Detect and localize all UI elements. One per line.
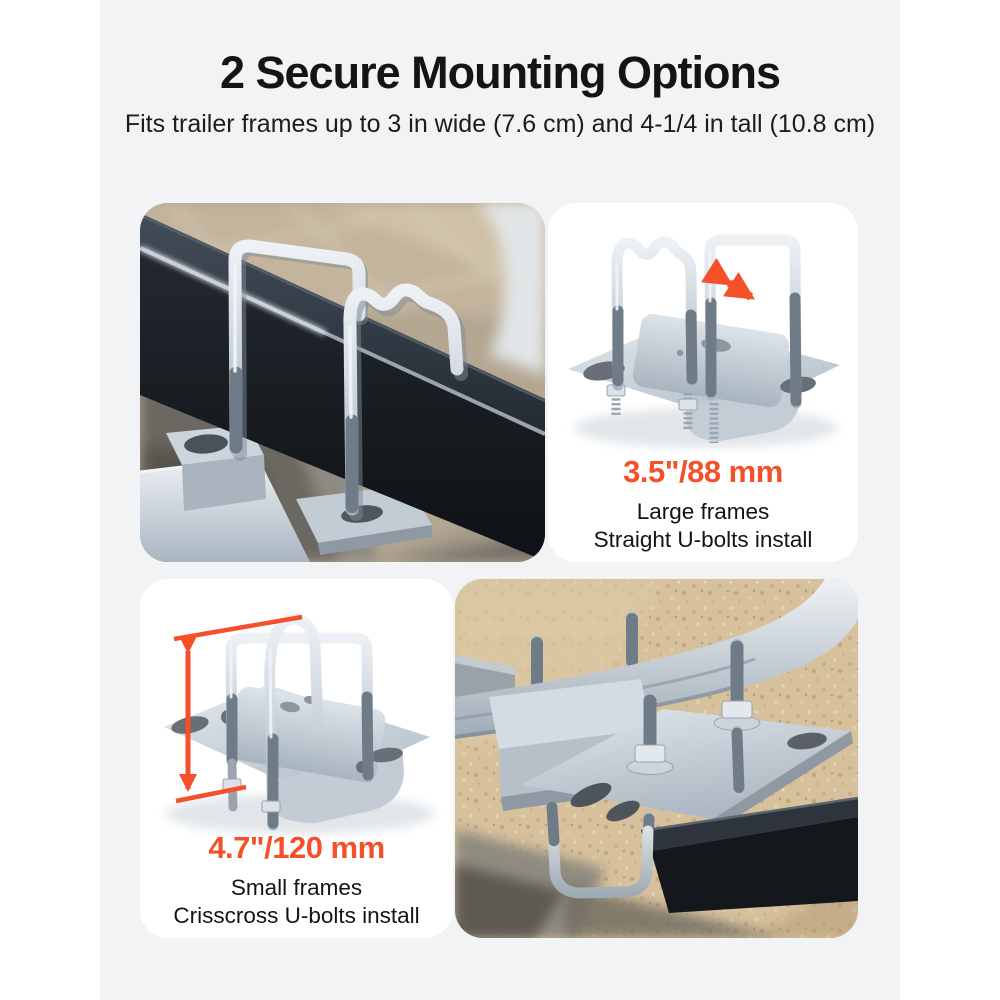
lower-frame-tube: [640, 796, 858, 913]
card-large-frames: 3.5"/88 mm Large frames Straight U-bolts…: [548, 203, 858, 562]
crisscross-u-bolt-front: [222, 632, 374, 812]
option-text-small: 4.7"/120 mm Small frames Crisscross U-bo…: [140, 832, 453, 930]
dimension-value: 3.5"/88 mm: [623, 454, 783, 489]
photo-straight-ubolts-installed: [140, 203, 545, 562]
right-bolt-with-nut: [713, 638, 761, 797]
card-small-frames: 4.7"/120 mm Small frames Crisscross U-bo…: [140, 579, 453, 938]
blurred-fender-background: [478, 203, 545, 375]
straight-ubolts-render: [568, 234, 840, 448]
width-arrow-icon: [701, 257, 756, 301]
height-arrow-icon: [173, 614, 303, 804]
crisscross-install-photo-illustration: [455, 579, 858, 938]
frame-size-label: Large frames: [636, 499, 770, 524]
install-type-label: Crisscross U-bolts install: [173, 903, 420, 928]
under-frame-u-bolt: [546, 801, 654, 899]
wavy-u-bolt: [611, 236, 698, 391]
straight-u-bolt: [704, 234, 802, 409]
install-type-label: Straight U-bolts install: [593, 527, 813, 552]
crisscross-ubolts-render: [164, 613, 435, 834]
photo-crisscross-ubolts-installed: [455, 579, 858, 938]
bracket-plate: [521, 709, 853, 831]
option-text-large: 3.5"/88 mm Large frames Straight U-bolts…: [548, 456, 858, 554]
page-subtitle: Fits trailer frames up to 3 in wide (7.6…: [124, 110, 876, 138]
dimension-value: 4.7"/120 mm: [208, 830, 385, 865]
page-title: 2 Secure Mounting Options: [219, 47, 781, 98]
straight-u-bolt: [228, 239, 368, 461]
frame-size-label: Small frames: [230, 875, 363, 900]
wavy-u-bolt: [343, 283, 468, 521]
straight-ubolts-photo-illustration: [140, 203, 545, 562]
